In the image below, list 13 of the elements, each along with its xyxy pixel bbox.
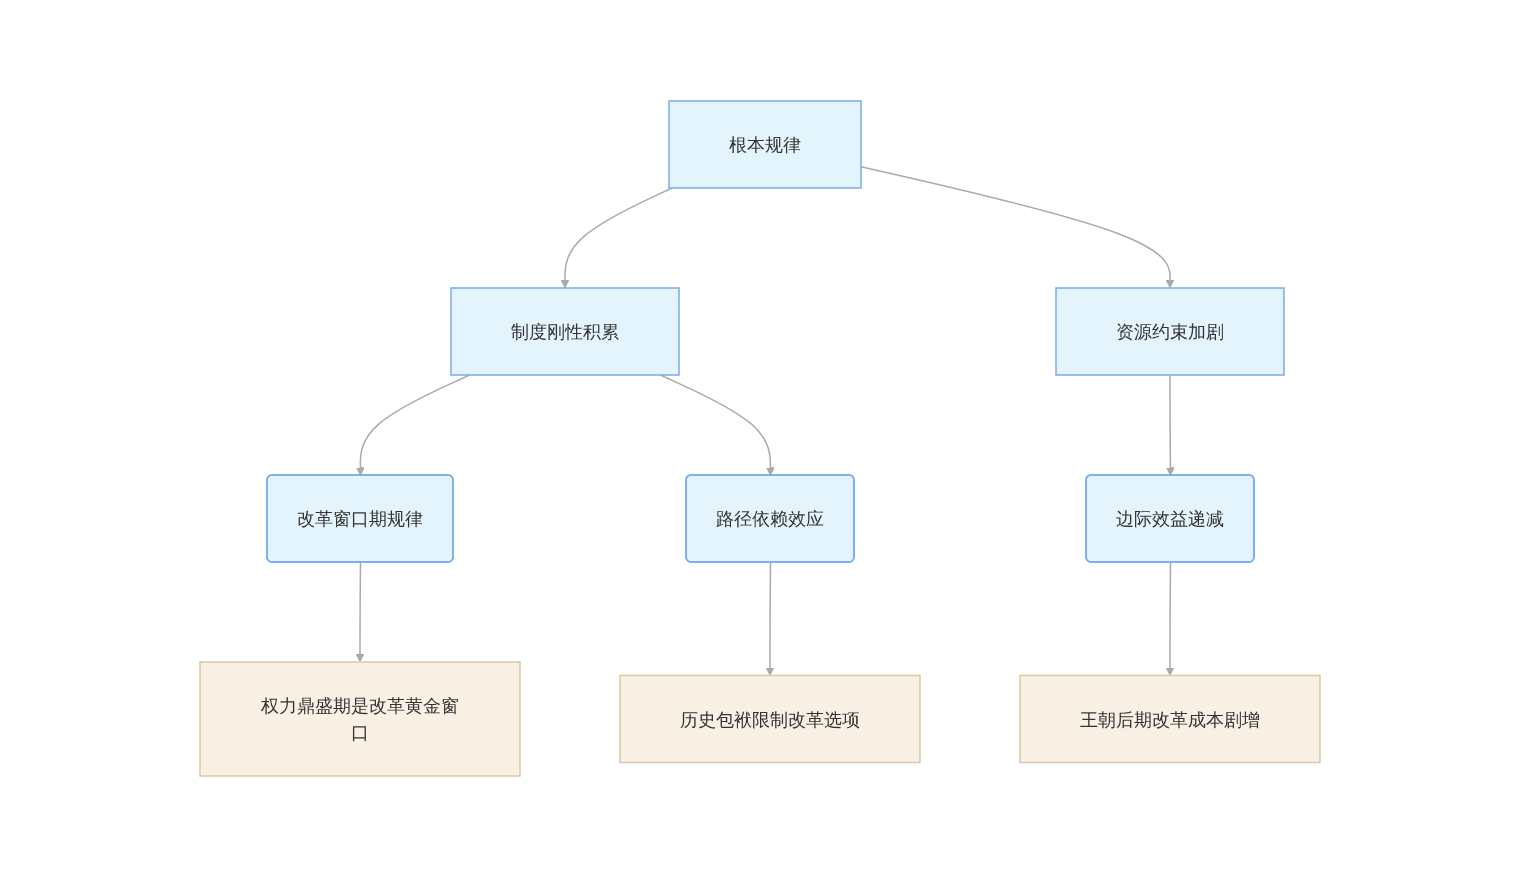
node-box: 制度刚性积累	[450, 286, 680, 376]
arrow	[355, 561, 365, 662]
node-box: 资源约束加剧	[1055, 286, 1285, 376]
arrow	[765, 561, 775, 676]
arrow	[356, 373, 471, 476]
arrow	[1165, 561, 1175, 676]
arrow	[1166, 373, 1175, 476]
arrow	[560, 186, 673, 288]
node-box: 王朝后期改革成本剧增	[1019, 674, 1321, 763]
node-box: 权力鼎盛期是改革黄金窗口	[199, 660, 521, 777]
arrow	[659, 373, 775, 476]
node-box: 历史包袱限制改革选项	[619, 674, 921, 763]
node-box: 根本规律	[668, 99, 862, 189]
